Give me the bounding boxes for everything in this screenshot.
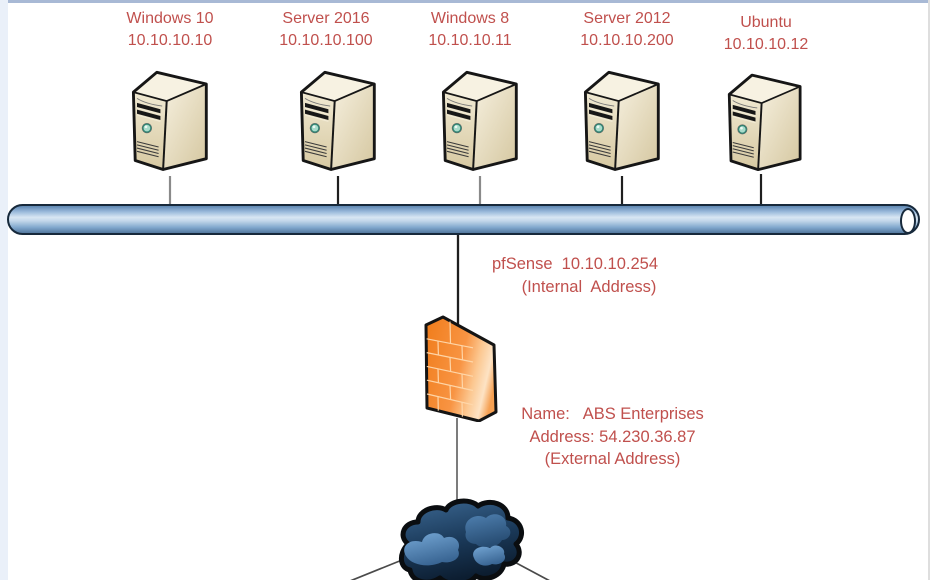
host-label-windows10: Windows 10 10.10.10.10 bbox=[70, 8, 270, 51]
left-margin-strip bbox=[0, 0, 8, 580]
pfsense-line1: pfSense 10.10.10.254 bbox=[491, 255, 659, 273]
host-label-ubuntu: Ubuntu 10.10.10.12 bbox=[666, 12, 866, 55]
host-name: Server 2012 bbox=[583, 10, 671, 27]
host-label-windows8: Windows 8 10.10.10.11 bbox=[370, 8, 570, 51]
host-name: Windows 8 bbox=[430, 10, 510, 27]
host-label-server2016: Server 2016 10.10.10.100 bbox=[226, 8, 426, 51]
host-ip: 10.10.10.100 bbox=[279, 31, 373, 49]
host-name: Windows 10 bbox=[126, 10, 214, 27]
external-address-label: Name: ABS Enterprises Address: 54.230.36… bbox=[495, 403, 730, 471]
external-name-line: Name: ABS Enterprises bbox=[521, 405, 704, 423]
right-border bbox=[928, 0, 930, 580]
host-ip: 10.10.10.12 bbox=[723, 35, 809, 53]
host-ip: 10.10.10.10 bbox=[127, 31, 213, 49]
host-ip: 10.10.10.11 bbox=[428, 31, 512, 49]
top-border bbox=[0, 0, 930, 3]
server-tower-icon bbox=[571, 66, 661, 174]
server-tower-icon bbox=[287, 66, 377, 174]
external-ip-line: Address: 54.230.36.87 bbox=[529, 427, 696, 446]
pfsense-label: pfSense 10.10.10.254 (Internal Address) bbox=[455, 253, 695, 298]
server-tower-icon bbox=[429, 66, 519, 174]
bus-end-cap bbox=[900, 207, 916, 234]
host-label-server2012: Server 2012 10.10.10.200 bbox=[527, 8, 727, 51]
pfsense-line2: (Internal Address) bbox=[521, 277, 657, 296]
server-tower-icon bbox=[119, 66, 209, 174]
firewall-brick-icon bbox=[424, 315, 498, 422]
host-ip: 10.10.10.200 bbox=[580, 31, 674, 49]
server-tower-icon bbox=[715, 69, 803, 174]
network-bus-pipe-icon bbox=[7, 204, 920, 235]
host-name: Ubuntu bbox=[740, 14, 792, 31]
external-note-line: (External Address) bbox=[544, 450, 681, 468]
internet-cloud-icon bbox=[399, 498, 525, 580]
host-name: Server 2016 bbox=[282, 10, 370, 27]
